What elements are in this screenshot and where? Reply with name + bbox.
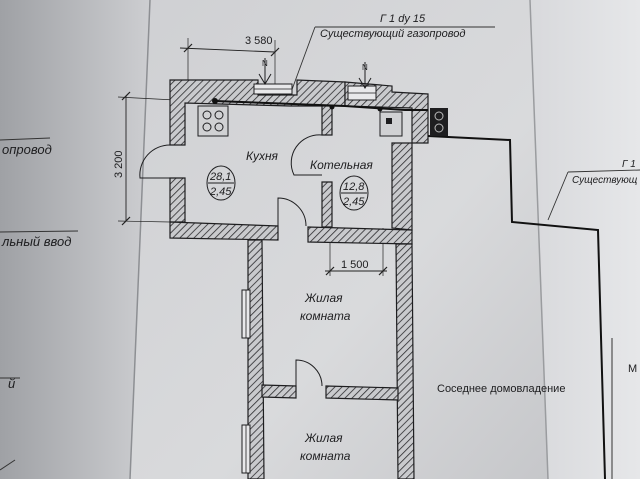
windows — [241, 83, 377, 474]
doors — [139, 134, 323, 387]
left-fragment-2: льный ввод — [1, 234, 71, 249]
north-label-1: N — [262, 59, 268, 68]
kitchen-height: 2,45 — [209, 186, 232, 198]
gas-pipe-outdoor — [427, 135, 606, 479]
boiler-right-wall — [391, 142, 413, 231]
living-room-1-label-line2: комната — [300, 309, 351, 323]
living-left-wall — [247, 239, 265, 479]
boiler-room-label: Котельная — [310, 158, 373, 172]
left-fragment-1: опровод — [2, 142, 52, 157]
kitchen-area: 28,1 — [209, 171, 231, 183]
entry-door — [139, 144, 171, 179]
right-gas-existing: Существующ — [572, 175, 638, 186]
north-label-2: N — [362, 63, 368, 72]
boiler-bottom-wall — [307, 226, 413, 245]
stove — [197, 105, 229, 137]
living-room-2-label-line2: комната — [300, 449, 351, 463]
kitchen-door — [277, 197, 307, 227]
gas-meter-box — [430, 108, 448, 136]
middle-wall-right — [325, 385, 399, 401]
boiler-room-area: 12,8 — [343, 181, 365, 193]
boiler-room-height: 2,45 — [342, 196, 365, 208]
gas-pipe-existing-label: Существующий газопровод — [320, 28, 465, 40]
partition-upper — [321, 105, 333, 136]
gas-pipe-code-label: Г 1 dy 15 — [380, 13, 426, 25]
neighbor-property-label: Соседнее домовладение — [437, 383, 565, 395]
north-markers: N N — [258, 58, 372, 89]
living-room-1-label-line1: Жилая — [304, 291, 343, 305]
left-page-fragments: опровод льный ввод й — [0, 137, 79, 471]
left-fragment-3: й — [8, 376, 15, 391]
room-labels: Кухня 28,1 2,45 Котельная 12,8 2,45 Жила… — [206, 149, 565, 463]
kitchen-left-wall — [169, 177, 186, 223]
living-right-wall — [395, 243, 415, 479]
right-gas-code: Г 1 — [622, 159, 636, 170]
boiler-door — [290, 134, 323, 176]
right-fragment-m: М — [628, 363, 637, 375]
right-page-fragments: Г 1 Существующ М — [547, 159, 640, 479]
partition-lower — [321, 181, 333, 228]
right-page — [530, 0, 640, 479]
living-room-2-label-line1: Жилая — [304, 431, 343, 445]
dimension-left-text: 3 200 — [113, 150, 125, 178]
appliances — [197, 105, 448, 137]
dimensions: 3 580 3 200 1 500 — [113, 35, 388, 276]
kitchen-bottom-wall — [169, 221, 279, 241]
gas-pipe — [214, 100, 606, 479]
gas-pipe-nodes — [212, 98, 383, 112]
middle-wall-left — [261, 384, 297, 399]
left-page — [0, 0, 150, 479]
dimension-inner-text: 1 500 — [341, 259, 369, 271]
dimension-top-text: 3 580 — [245, 35, 273, 47]
kitchen-label: Кухня — [246, 149, 279, 163]
gas-pipe-indoor — [214, 100, 428, 111]
living-door — [295, 359, 323, 387]
dimension-top-line — [179, 47, 276, 53]
gas-pipe-annotation: Г 1 dy 15 Существующий газопровод — [289, 13, 495, 96]
